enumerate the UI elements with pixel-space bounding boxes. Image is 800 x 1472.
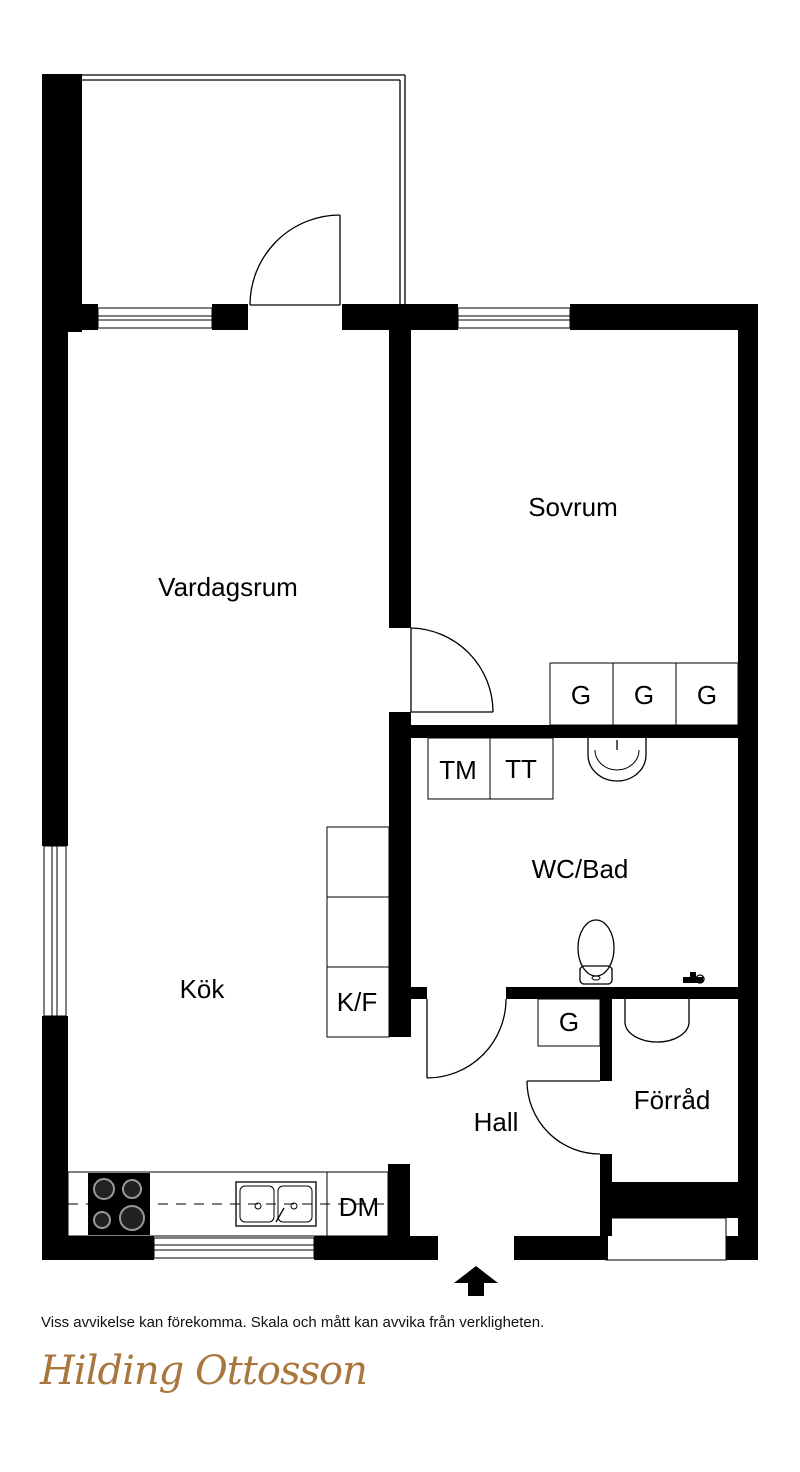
kitchen-column: [326, 826, 390, 1038]
toilet: [577, 919, 615, 985]
washing-machine-label: TM: [439, 755, 477, 785]
stove: [88, 1173, 150, 1235]
tap: [683, 972, 705, 984]
room-label-hall: Hall: [474, 1107, 519, 1137]
floor-plan: Vardagsrum Sovrum WC/Bad Kök Hall Förråd…: [42, 74, 758, 1296]
disclaimer-text: Viss avvikelse kan förekomma. Skala och …: [41, 1314, 545, 1331]
room-label-living: Vardagsrum: [158, 572, 298, 602]
washbasin: [587, 738, 647, 782]
room-label-storage: Förråd: [634, 1085, 711, 1115]
entrance-arrow-icon: [454, 1266, 498, 1296]
closet-door: [624, 999, 690, 1043]
window-kitchen-bottom: [153, 1237, 315, 1259]
window-storage-bottom: [605, 1217, 727, 1261]
bedroom-door: [410, 627, 494, 713]
kitchen-counter: [67, 1171, 389, 1237]
wardrobe-hall-label: G: [559, 1007, 579, 1037]
bathroom-door: [426, 998, 507, 1079]
sink: [235, 1181, 317, 1227]
doors: [249, 214, 690, 1155]
window-bedroom-top: [457, 307, 571, 329]
brand-logo: Hilding Ottosson: [40, 1348, 368, 1394]
room-label-bathroom: WC/Bad: [532, 854, 629, 884]
balcony: [42, 74, 406, 332]
wardrobes-bedroom: [549, 662, 739, 726]
fridge-freezer-label: K/F: [337, 987, 377, 1017]
room-label-kitchen: Kök: [180, 974, 226, 1004]
fixtures: [67, 662, 739, 1237]
wardrobe-label: G: [571, 680, 591, 710]
outer-walls: [42, 304, 758, 1260]
interior-walls: [389, 330, 738, 1236]
window-living-top: [97, 307, 213, 329]
room-label-bedroom: Sovrum: [528, 492, 618, 522]
wardrobe-label: G: [697, 680, 717, 710]
windows: [43, 307, 727, 1261]
balcony-door: [249, 214, 341, 306]
wardrobe-hall: [537, 998, 601, 1047]
storage-door: [526, 1080, 601, 1155]
wardrobe-label: G: [634, 680, 654, 710]
dryer-label: TT: [505, 754, 537, 784]
window-kitchen-left: [43, 845, 67, 1017]
dishwasher-label: DM: [339, 1192, 379, 1222]
laundry-units: [427, 737, 554, 800]
